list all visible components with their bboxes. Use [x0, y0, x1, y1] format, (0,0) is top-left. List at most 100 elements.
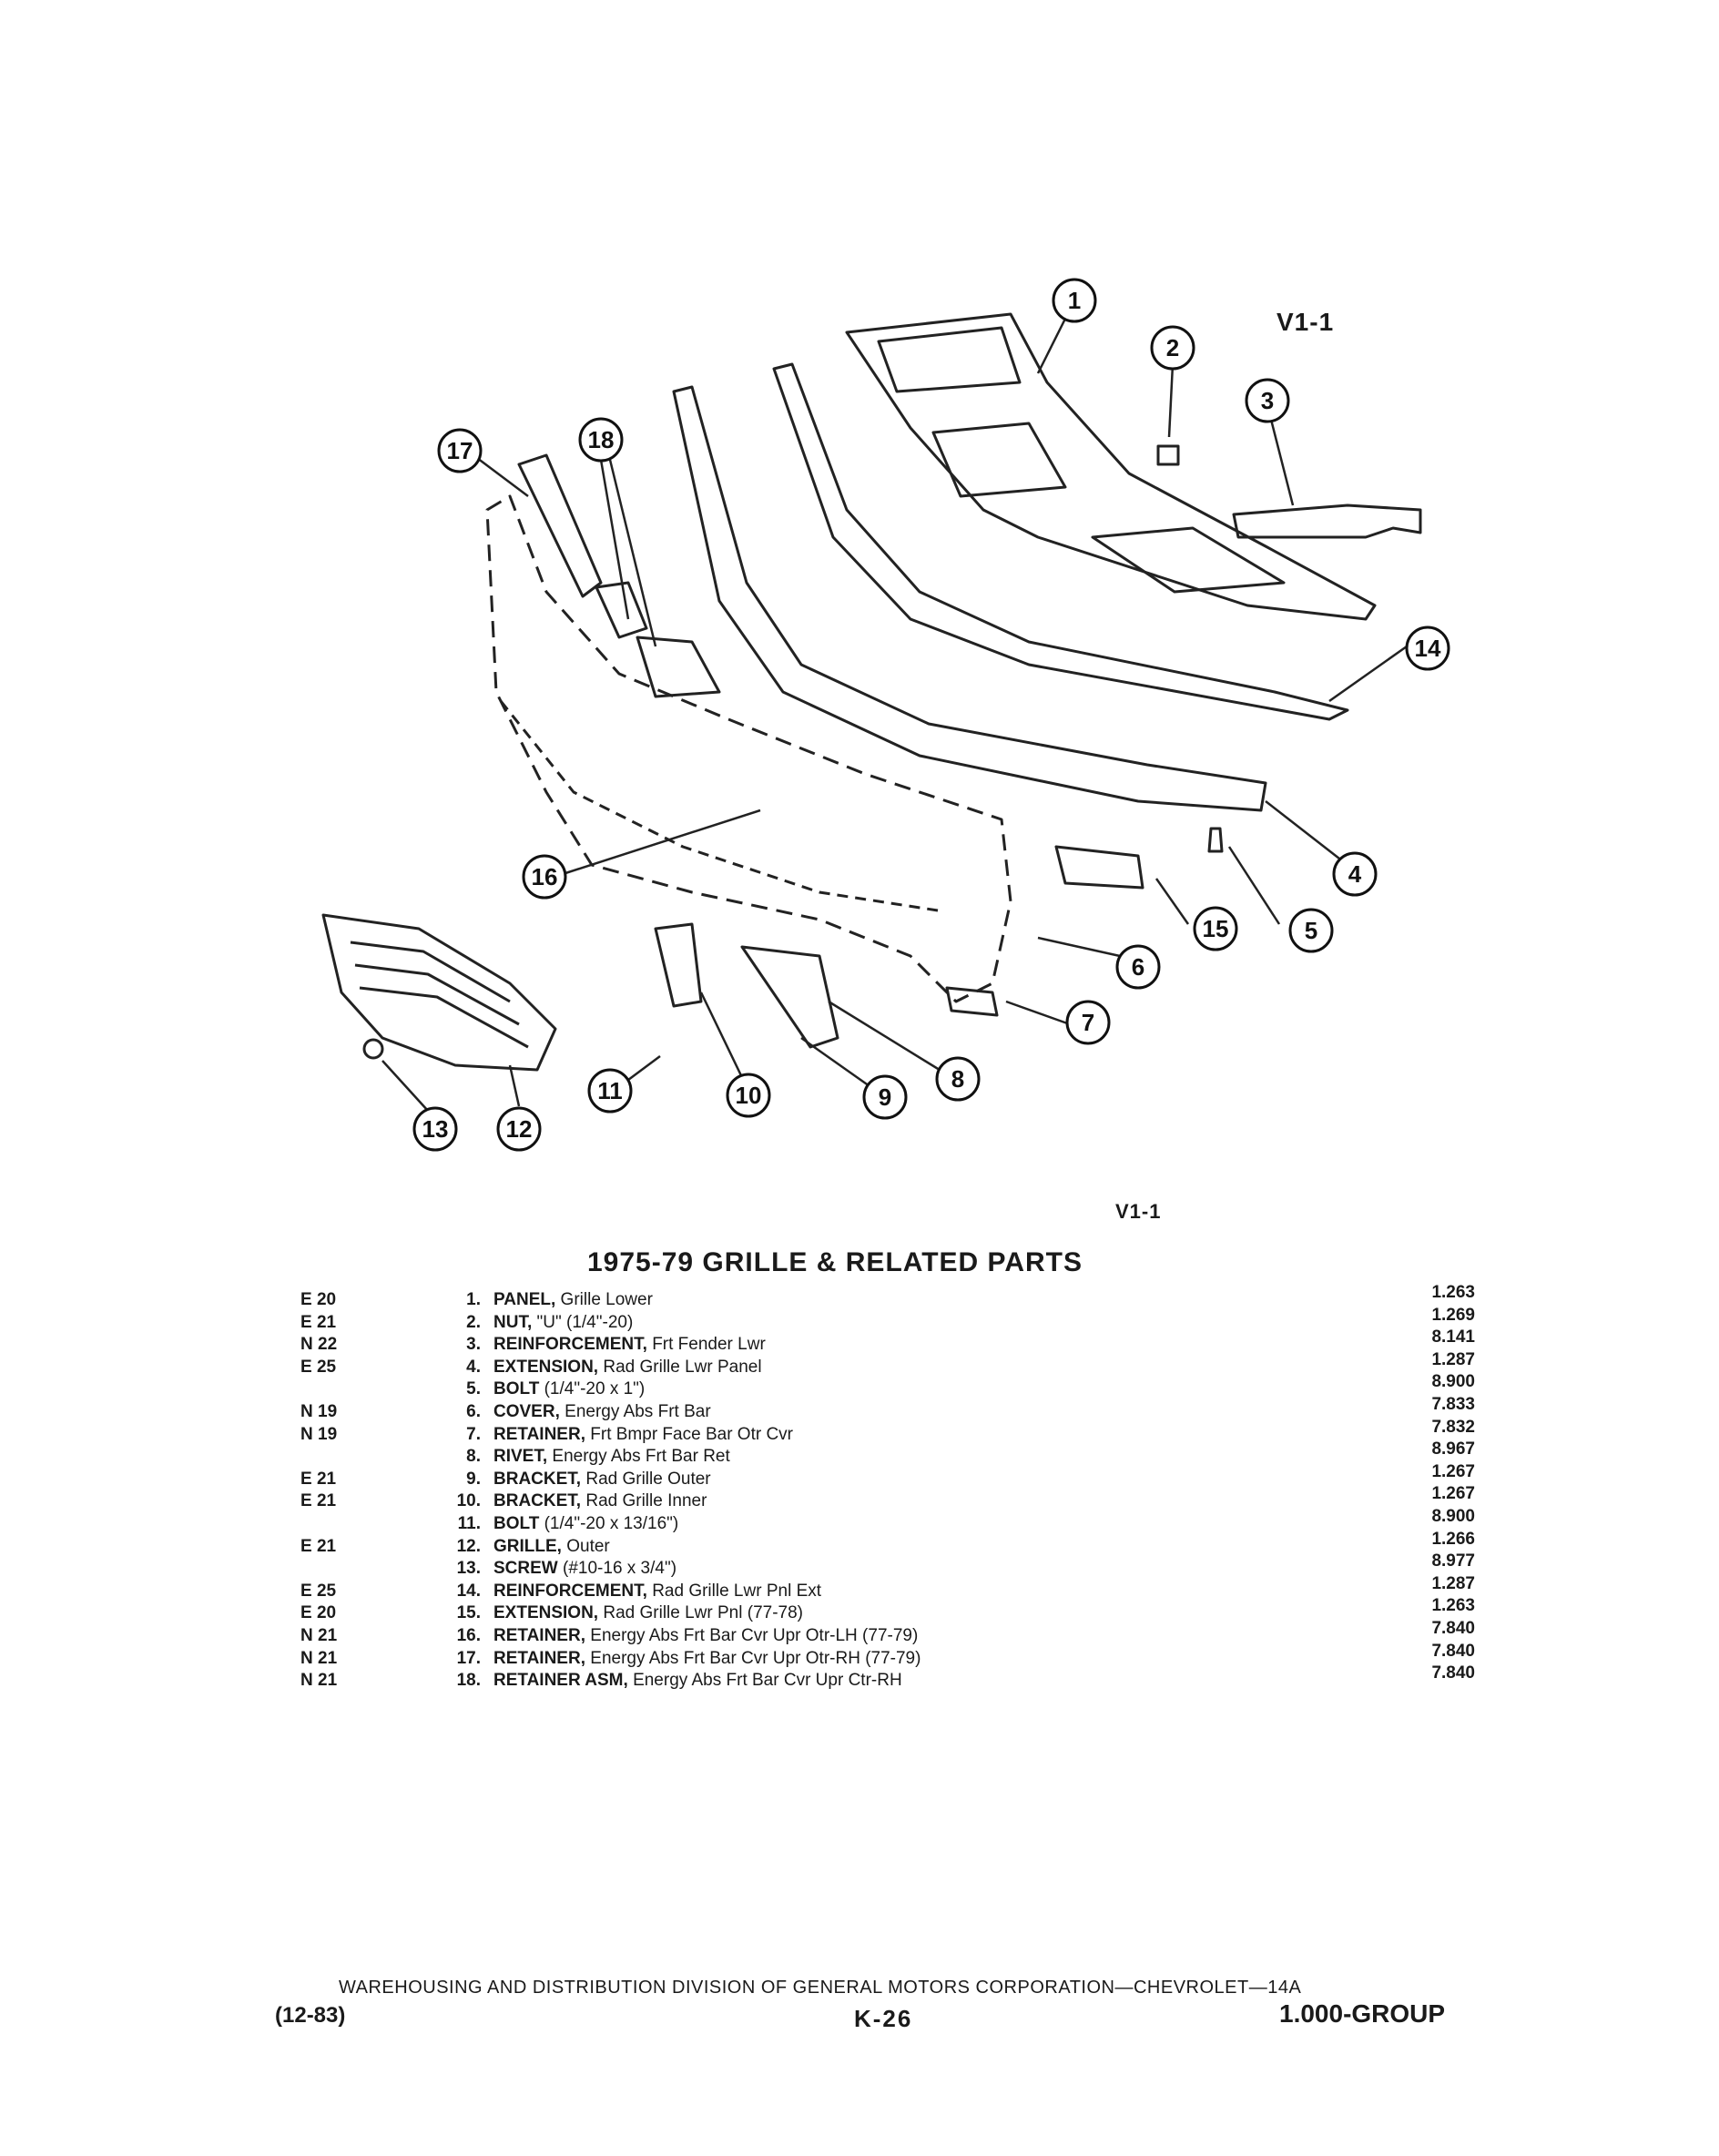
parts-row: E 20 1. PANEL, Grille Lower 1.263 — [300, 1283, 1484, 1312]
item-name: RETAINER, — [493, 1625, 585, 1645]
item-description: RETAINER, Energy Abs Frt Bar Cvr Upr Otr… — [493, 1625, 918, 1648]
item-name: BRACKET, — [493, 1469, 582, 1489]
callout-8: 8 — [951, 1065, 964, 1093]
item-name: RETAINER ASM, — [493, 1671, 628, 1691]
part-2-nut — [1156, 444, 1180, 466]
callout-4: 4 — [1348, 860, 1362, 888]
parts-row: 5. BOLT (1/4"-20 x 1") 8.900 — [300, 1372, 1484, 1401]
part-9-bracket — [740, 945, 839, 1049]
item-description: RETAINER ASM, Energy Abs Frt Bar Cvr Upr… — [493, 1670, 902, 1693]
item-detail: Outer — [566, 1536, 610, 1556]
view-label-bottom: V1-1 — [1115, 1200, 1162, 1223]
item-detail: Energy Abs Frt Bar Ret — [552, 1447, 730, 1467]
item-number: 15. — [456, 1603, 481, 1623]
footer-page-number: K-26 — [854, 2005, 913, 2032]
source-code: N 22 — [300, 1335, 338, 1355]
item-number: 13. — [456, 1559, 481, 1579]
item-number: 7. — [466, 1424, 481, 1444]
callout-9: 9 — [879, 1083, 891, 1111]
parts-row: N 22 3. REINFORCEMENT, Frt Fender Lwr 8.141 — [300, 1327, 1484, 1357]
item-detail: Energy Abs Frt Bar Cvr Upr Otr-LH (77-79… — [590, 1625, 919, 1645]
footer-date: (12-83) — [275, 2003, 346, 2028]
part-3-bracket — [1232, 503, 1422, 539]
item-number: 2. — [466, 1312, 481, 1332]
group-number: 8.977 — [1431, 1551, 1475, 1571]
callout-2: 2 — [1166, 334, 1179, 361]
callout-17: 17 — [447, 437, 473, 464]
item-number: 6. — [466, 1401, 481, 1421]
source-code: E 21 — [300, 1469, 337, 1489]
item-description: RETAINER, Frt Bmpr Face Bar Otr Cvr — [493, 1424, 793, 1447]
item-name: BRACKET, — [493, 1491, 582, 1511]
item-number: 3. — [466, 1335, 481, 1355]
source-code: E 25 — [300, 1581, 337, 1601]
item-detail: (#10-16 x 3/4") — [563, 1559, 677, 1579]
item-description: PANEL, Grille Lower — [493, 1289, 653, 1312]
item-number: 14. — [456, 1581, 481, 1601]
source-code: N 21 — [300, 1648, 338, 1668]
item-description: BOLT (1/4"-20 x 1") — [493, 1378, 645, 1401]
item-description: REINFORCEMENT, Frt Fender Lwr — [493, 1334, 766, 1357]
footer-division: WAREHOUSING AND DISTRIBUTION DIVISION OF… — [339, 1978, 1302, 1998]
callout-6: 6 — [1132, 953, 1144, 981]
part-13-screw — [362, 1038, 384, 1060]
callout-11: 11 — [597, 1077, 623, 1104]
item-detail: Energy Abs Frt Bar Cvr Upr Ctr-RH — [633, 1671, 902, 1691]
item-number: 12. — [456, 1536, 481, 1556]
group-number: 8.141 — [1431, 1327, 1475, 1348]
group-number: 1.267 — [1431, 1461, 1475, 1481]
item-name: COVER, — [493, 1401, 560, 1421]
footer-group: 1.000-GROUP — [1279, 1999, 1446, 2028]
item-description: SCREW (#10-16 x 3/4") — [493, 1558, 676, 1581]
callout-10: 10 — [736, 1082, 762, 1109]
item-detail: Rad Grille Outer — [585, 1469, 711, 1489]
source-code: E 20 — [300, 1603, 337, 1623]
callout-13: 13 — [422, 1115, 449, 1143]
item-description: BRACKET, Rad Grille Inner — [493, 1490, 707, 1513]
item-name: RETAINER, — [493, 1648, 585, 1668]
item-name: SCREW — [493, 1559, 558, 1579]
part-5-bolt — [1207, 827, 1224, 853]
item-number: 16. — [456, 1625, 481, 1645]
group-number: 7.840 — [1431, 1641, 1475, 1661]
callout-7: 7 — [1082, 1009, 1094, 1036]
item-description: REINFORCEMENT, Rad Grille Lwr Pnl Ext — [493, 1581, 821, 1603]
item-detail: (1/4"-20 x 13/16") — [544, 1513, 679, 1533]
callout-12: 12 — [506, 1115, 533, 1143]
item-name: GRILLE, — [493, 1536, 562, 1556]
item-detail: Grille Lower — [560, 1290, 653, 1309]
item-description: GRILLE, Outer — [493, 1536, 610, 1559]
part-10-bracket — [654, 922, 703, 1008]
item-name: RIVET, — [493, 1447, 548, 1467]
part-12-grille — [321, 913, 557, 1072]
source-code: E 21 — [300, 1312, 337, 1332]
source-code: E 20 — [300, 1290, 337, 1309]
view-label: V1-1 — [1277, 308, 1335, 336]
item-number: 5. — [466, 1379, 481, 1399]
item-detail: Frt Fender Lwr — [652, 1335, 766, 1355]
group-number: 8.900 — [1431, 1372, 1475, 1392]
parts-row: 8. RIVET, Energy Abs Frt Bar Ret 8.967 — [300, 1439, 1484, 1469]
item-name: REINFORCEMENT, — [493, 1335, 647, 1355]
group-number: 7.840 — [1431, 1663, 1475, 1683]
group-number: 1.263 — [1431, 1283, 1475, 1302]
part-7-retainer — [945, 986, 999, 1017]
part-15-extension — [1054, 845, 1144, 890]
group-number: 8.900 — [1431, 1506, 1475, 1526]
item-description: BRACKET, Rad Grille Outer — [493, 1469, 711, 1491]
item-number: 1. — [466, 1290, 481, 1309]
item-number: 11. — [457, 1513, 481, 1533]
item-name: REINFORCEMENT, — [493, 1581, 647, 1601]
item-detail: Frt Bmpr Face Bar Otr Cvr — [590, 1424, 794, 1444]
item-description: RIVET, Energy Abs Frt Bar Ret — [493, 1446, 730, 1469]
callout-15: 15 — [1203, 915, 1229, 942]
item-number: 8. — [466, 1447, 481, 1467]
group-number: 8.967 — [1431, 1439, 1475, 1459]
